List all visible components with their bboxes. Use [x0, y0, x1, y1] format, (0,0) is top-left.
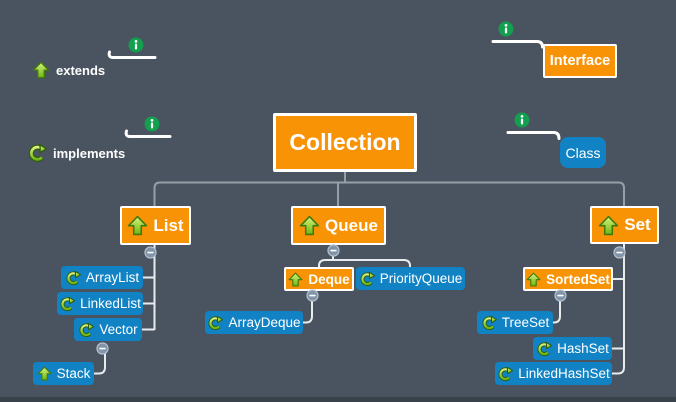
- legend-extends-label: extends: [56, 62, 106, 78]
- connector-queue-bracket: [318, 259, 411, 267]
- collapse-button-queue[interactable]: [327, 244, 340, 257]
- implements-arrow-icon: [497, 366, 513, 382]
- node-linkedlist[interactable]: LinkedList: [57, 292, 143, 315]
- node-queue[interactable]: Queue: [291, 206, 386, 245]
- connector-collection-children: [153, 181, 625, 207]
- node-set[interactable]: Set: [590, 206, 659, 244]
- node-label: Deque: [308, 271, 350, 287]
- legend-interface-box[interactable]: Interface: [543, 44, 617, 78]
- node-label: Collection: [289, 129, 401, 155]
- node-label: Stack: [56, 366, 91, 381]
- extends-arrow-icon: [37, 366, 52, 381]
- connector-arraydeque: [303, 300, 313, 324]
- callout-line-class: [506, 131, 561, 140]
- extends-arrow-icon: [526, 272, 541, 287]
- node-label: Set: [624, 215, 651, 234]
- legend-implements: implements: [27, 143, 125, 163]
- implements-arrow-icon: [59, 296, 75, 312]
- interface-label: Interface: [549, 53, 611, 69]
- implements-arrow-icon: [27, 143, 47, 163]
- collapse-button-list[interactable]: [144, 246, 157, 259]
- implements-arrow-icon: [359, 271, 375, 287]
- node-priorityqueue[interactable]: PriorityQueue: [356, 267, 465, 290]
- node-collection[interactable]: Collection: [273, 113, 417, 172]
- collapse-button-sortedset[interactable]: [554, 289, 567, 302]
- node-sortedset[interactable]: SortedSet: [523, 267, 613, 291]
- implements-arrow-icon: [536, 341, 552, 357]
- node-label: Vector: [99, 322, 138, 337]
- node-label: LinkedList: [80, 296, 141, 311]
- node-stack[interactable]: Stack: [33, 362, 94, 385]
- node-linkedhashset[interactable]: LinkedHashSet: [495, 362, 612, 385]
- implements-arrow-icon: [78, 322, 94, 338]
- node-label: HashSet: [557, 341, 609, 356]
- legend-extends: extends: [32, 61, 105, 79]
- node-label: LinkedHashSet: [518, 366, 610, 381]
- implements-arrow-icon: [481, 315, 497, 331]
- implements-arrow-icon: [65, 270, 81, 286]
- info-icon[interactable]: [144, 116, 160, 132]
- node-arraydeque[interactable]: ArrayDeque: [205, 311, 303, 334]
- extends-arrow-icon: [32, 61, 50, 79]
- info-icon[interactable]: [498, 21, 514, 37]
- node-deque[interactable]: Deque: [284, 267, 354, 291]
- node-list[interactable]: List: [120, 206, 191, 245]
- collapse-button-deque[interactable]: [306, 289, 319, 302]
- node-label: SortedSet: [546, 271, 610, 287]
- node-hashset[interactable]: HashSet: [533, 337, 612, 360]
- extends-arrow-icon: [127, 215, 148, 236]
- node-label: ArrayDeque: [228, 315, 301, 330]
- node-label: Queue: [325, 215, 378, 235]
- node-label: ArrayList: [85, 270, 140, 285]
- node-treeset[interactable]: TreeSet: [477, 311, 553, 334]
- legend-implements-label: implements: [53, 145, 126, 161]
- extends-arrow-icon: [288, 272, 303, 287]
- callout-line-interface: [491, 40, 544, 49]
- node-label: TreeSet: [501, 315, 550, 330]
- implements-arrow-icon: [207, 315, 223, 331]
- collapse-button-vector[interactable]: [96, 342, 109, 355]
- node-vector[interactable]: Vector: [74, 318, 142, 341]
- extends-arrow-icon: [598, 215, 619, 236]
- info-icon[interactable]: [514, 112, 530, 128]
- node-label: PriorityQueue: [379, 271, 463, 286]
- legend-class-box[interactable]: Class: [560, 137, 606, 168]
- node-arraylist[interactable]: ArrayList: [61, 266, 143, 289]
- bottom-edge: [0, 397, 676, 402]
- class-label: Class: [565, 144, 601, 161]
- extends-arrow-icon: [299, 215, 320, 236]
- connector-treeset: [553, 300, 561, 324]
- connector-stack: [94, 353, 106, 375]
- info-icon[interactable]: [128, 37, 144, 53]
- connector-set-spine: [612, 244, 625, 375]
- collapse-button-set[interactable]: [613, 246, 626, 259]
- node-label: List: [153, 215, 184, 235]
